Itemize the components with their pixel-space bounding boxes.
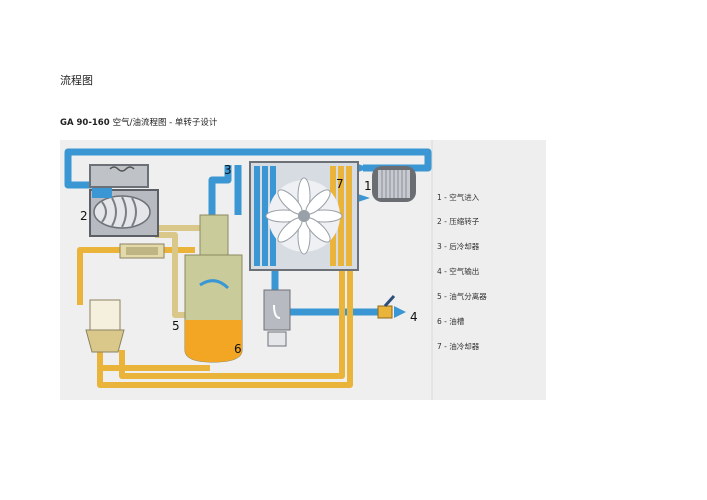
inlet-spring (109, 166, 135, 172)
model-name: GA 90-160 (60, 118, 110, 128)
separator-hook (273, 304, 281, 319)
legend-label: 压缩转子 (449, 217, 480, 226)
callout-2: 2 (80, 209, 88, 223)
separator-element (199, 214, 229, 256)
filter-ribs (381, 170, 407, 198)
separator-tank (184, 214, 243, 363)
air-outlet-pipe (271, 270, 390, 316)
legend-label: 油冷却器 (449, 342, 480, 351)
oil-filter (85, 243, 165, 353)
legend-item-7: 7 - 油冷却器 (437, 342, 480, 351)
diagram-legend: 1 - 空气进入 2 - 压缩转子 3 - 后冷却器 4 - 空气输出 5 - … (432, 140, 546, 400)
diagram-subtitle: GA 90-160 空气/油流程图 - 单转子设计 (60, 116, 217, 128)
tank-swirl (199, 279, 230, 290)
callout-6: 6 (234, 342, 242, 356)
oil-inner-loop (119, 270, 345, 379)
outlet-valve-body (377, 305, 393, 319)
legend-num: 2 (437, 217, 442, 226)
callout-7: 7 (336, 177, 344, 191)
legend-num: 5 (437, 292, 442, 301)
flow-diagram: 1 2 3 4 5 6 7 1 - 空气进入 2 - 压缩转子 3 - 后冷却器… (60, 140, 546, 400)
callout-1: 1 (364, 179, 372, 193)
rotor-threads (101, 196, 137, 228)
flow-diagram-svg: 1 2 3 4 5 6 7 (64, 140, 546, 400)
air-inlet-filter (372, 166, 416, 202)
legend-num: 3 (437, 242, 442, 251)
inlet-arrow-bottom (358, 194, 370, 202)
inlet-valve-housing (89, 164, 149, 188)
compressor-unit (89, 164, 159, 237)
legend-label: 空气进入 (449, 193, 480, 202)
legend-num: 4 (437, 267, 442, 276)
legend-num: 1 (437, 193, 442, 202)
legend-num: 6 (437, 317, 442, 326)
oil-valve-base (85, 329, 125, 353)
fan-hub (298, 210, 310, 222)
oil-left-feed (77, 247, 122, 260)
air-top-pipe (64, 148, 432, 189)
oil-valve-top (89, 299, 121, 331)
air-inlet-arrows (358, 164, 370, 202)
callout-3: 3 (224, 163, 232, 177)
legend-item-6: 6 - 油槽 (437, 317, 465, 326)
cooler-unit (249, 161, 359, 271)
mix-pipe-left (155, 232, 190, 318)
outlet-valve-handle (383, 294, 396, 308)
legend-label: 空气输出 (449, 267, 480, 276)
compressor-inlet-duct (92, 188, 112, 198)
drain-trap (267, 331, 287, 347)
page-heading: 流程图 (60, 74, 93, 87)
inlet-arrow-top (358, 164, 370, 172)
moisture-separator (263, 289, 291, 347)
subtitle-text: 空气/油流程图 - 单转子设计 (112, 118, 218, 128)
tank-oil-level (185, 320, 242, 362)
outlet-arrow (394, 306, 406, 318)
legend-item-3: 3 - 后冷却器 (437, 242, 480, 251)
air-riser-pipe (208, 165, 232, 220)
legend-label: 后冷却器 (449, 242, 480, 251)
legend-panel (432, 140, 546, 400)
outlet-valve (377, 294, 406, 319)
legend-item-2: 2 - 压缩转子 (437, 217, 480, 226)
moisture-separator-body (263, 289, 291, 331)
callout-4: 4 (410, 310, 418, 324)
cooling-fan-blades (265, 177, 343, 255)
legend-label: 油气分离器 (449, 292, 487, 301)
legend-num: 7 (437, 342, 442, 351)
legend-item-5: 5 - 油气分离器 (437, 292, 487, 301)
oil-filter-core (126, 247, 158, 255)
legend-item-4: 4 - 空气输出 (437, 267, 480, 276)
legend-item-1: 1 - 空气进入 (437, 193, 480, 202)
callout-5: 5 (172, 319, 180, 333)
legend-label: 油槽 (449, 317, 465, 326)
screw-rotor (93, 195, 151, 229)
